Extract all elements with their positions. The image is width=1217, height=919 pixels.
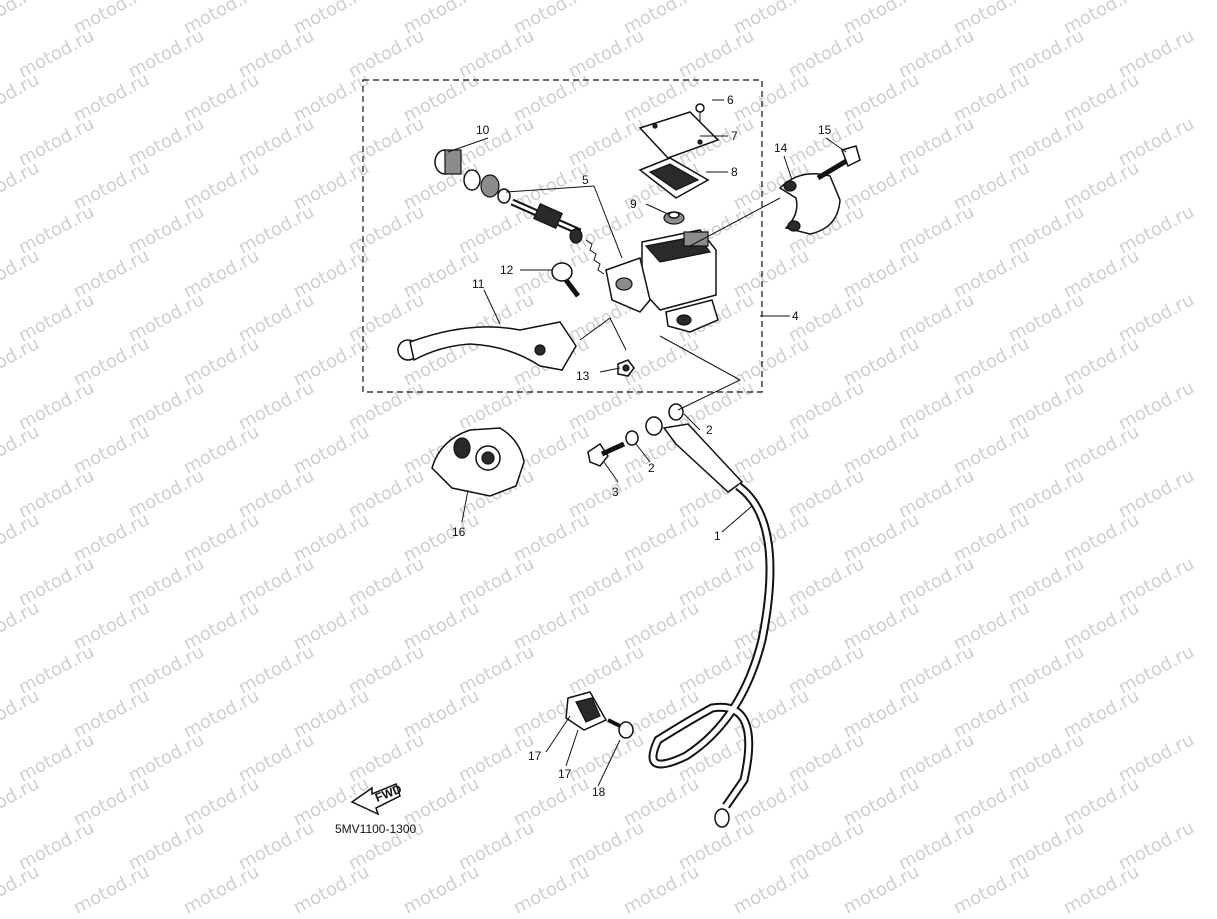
callout-15: 15 bbox=[818, 123, 832, 137]
part-14-holder-clamp[interactable] bbox=[778, 173, 841, 235]
part-1-clutch-hose[interactable] bbox=[645, 416, 775, 828]
callout-2-upper: 2 bbox=[706, 423, 713, 437]
part-2-copper-washer[interactable] bbox=[625, 403, 684, 446]
callout-13: 13 bbox=[576, 369, 590, 383]
callout-18: 18 bbox=[592, 785, 606, 799]
part-17-hose-guide[interactable] bbox=[565, 691, 608, 731]
part-16-clutch-switch-holder[interactable] bbox=[431, 427, 525, 497]
diagram-code: 5MV1100-1300 bbox=[335, 822, 417, 836]
callout-2-lower: 2 bbox=[648, 461, 655, 475]
callout-9: 9 bbox=[630, 197, 637, 211]
part-10-boot[interactable] bbox=[434, 149, 500, 198]
part-13-nut[interactable] bbox=[617, 359, 635, 377]
callout-10: 10 bbox=[476, 123, 490, 137]
part-6-screw[interactable] bbox=[695, 103, 705, 122]
callout-12: 12 bbox=[500, 263, 514, 277]
part-18-bolt[interactable] bbox=[607, 718, 634, 739]
leader-lines bbox=[447, 99, 847, 787]
part-12-pivot-bolt[interactable] bbox=[551, 262, 580, 298]
fwd-arrow-icon: FWD bbox=[350, 782, 404, 816]
callout-7: 7 bbox=[731, 129, 738, 143]
part-9-diaphragm-holder[interactable] bbox=[663, 211, 685, 225]
callout-11: 11 bbox=[472, 277, 485, 291]
part-5-piston-kit[interactable] bbox=[497, 188, 605, 275]
callout-labels: 6 7 8 9 10 5 12 11 13 4 14 15 2 2 3 16 1… bbox=[452, 93, 832, 799]
master-cylinder-body[interactable] bbox=[605, 229, 719, 333]
callout-17-left: 17 bbox=[528, 749, 542, 763]
callout-5: 5 bbox=[582, 173, 589, 187]
callout-16: 16 bbox=[452, 525, 466, 539]
callout-17-lower: 17 bbox=[558, 767, 572, 781]
callout-1: 1 bbox=[714, 529, 721, 543]
part-7-reservoir-cap[interactable] bbox=[638, 111, 720, 159]
part-15-bolt[interactable] bbox=[816, 145, 861, 181]
callout-8: 8 bbox=[731, 165, 738, 179]
callout-4: 4 bbox=[792, 309, 799, 323]
part-8-diaphragm[interactable] bbox=[638, 157, 710, 199]
assembly-boundary bbox=[362, 79, 763, 393]
callout-6: 6 bbox=[727, 93, 734, 107]
part-3-union-bolt[interactable] bbox=[587, 441, 626, 467]
part-11-clutch-lever[interactable] bbox=[397, 321, 577, 371]
callout-3: 3 bbox=[612, 485, 619, 499]
callout-14: 14 bbox=[774, 141, 788, 155]
